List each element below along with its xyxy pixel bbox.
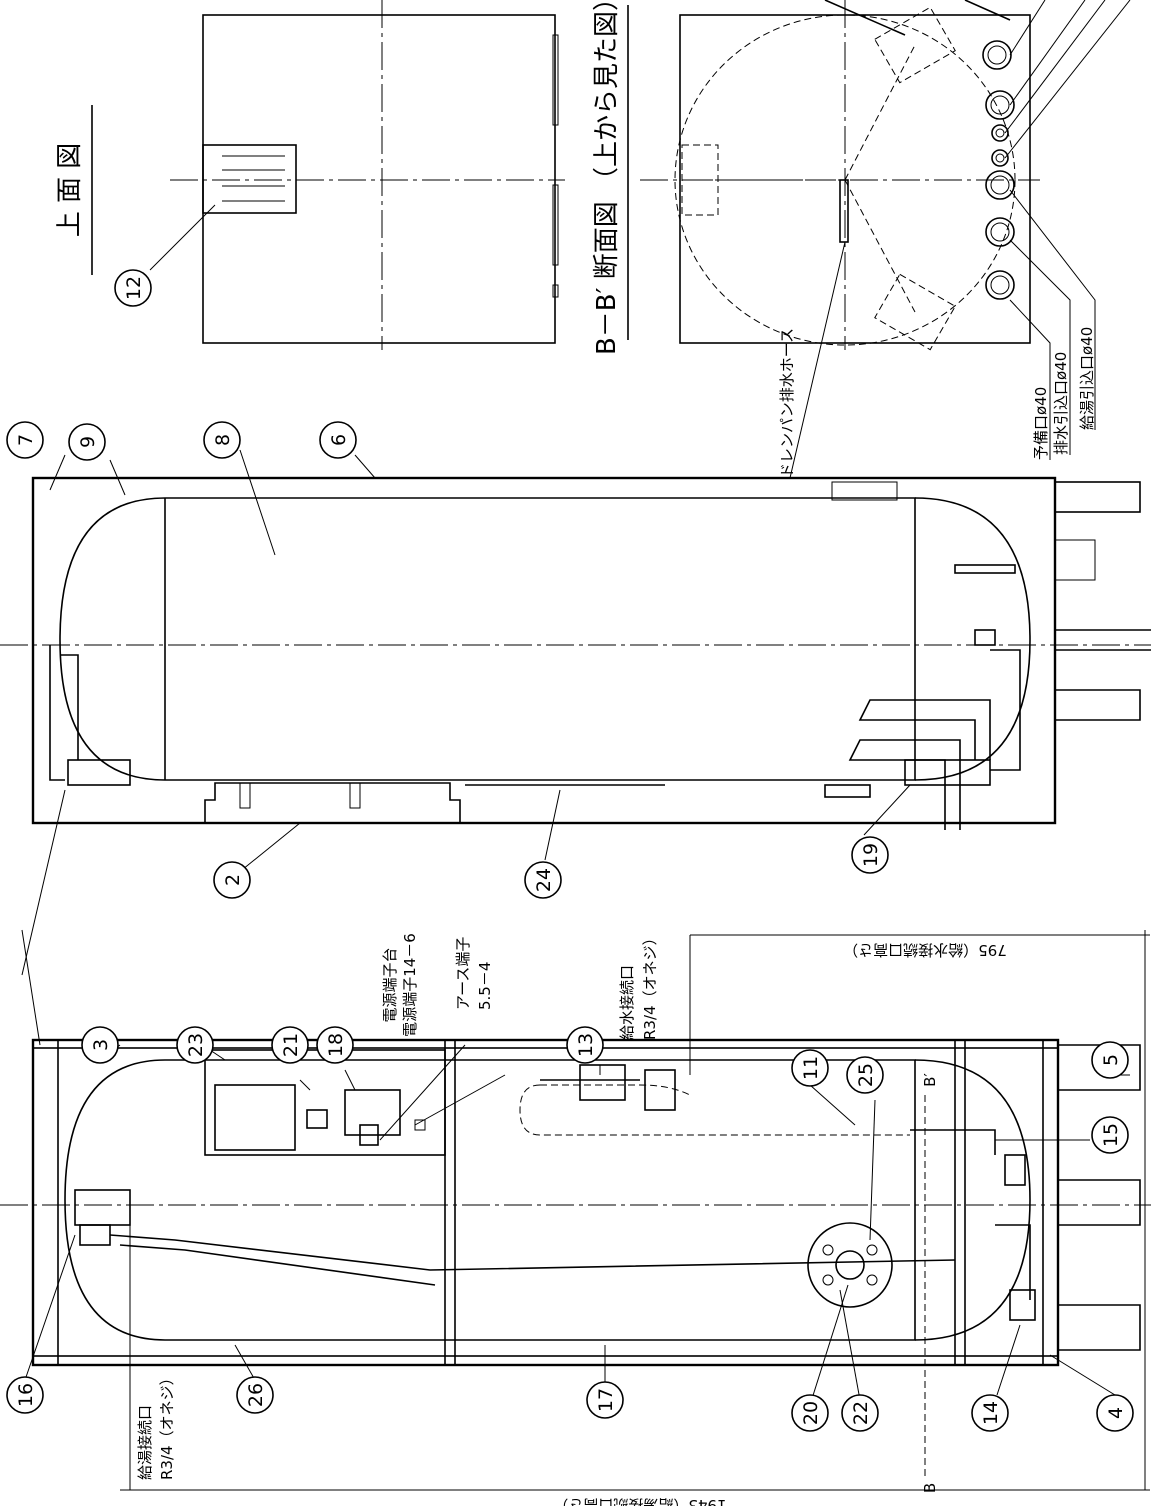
svg-text:7: 7 xyxy=(15,434,37,446)
balloon-21: 21 xyxy=(271,1026,309,1064)
top-view: 上 面 図 xyxy=(55,0,565,350)
svg-text:14: 14 xyxy=(980,1401,1002,1425)
svg-text:6: 6 xyxy=(328,434,350,446)
balloon-12: 12 xyxy=(114,269,152,307)
power-terminal-label: 電源端子14－6 xyxy=(401,933,419,1037)
water-inlet-spec: R3/4（オネジ） xyxy=(641,930,659,1040)
svg-text:11: 11 xyxy=(800,1056,822,1080)
water-inlet-label: 給水接続口 xyxy=(618,965,636,1040)
balloon-2: 2 xyxy=(213,861,251,899)
balloon-14: 14 xyxy=(971,1394,1009,1432)
section-mark-bottom: B xyxy=(921,1483,939,1493)
section-mark-top: B′ xyxy=(921,1073,939,1087)
balloon-9: 9 xyxy=(68,423,106,461)
svg-text:23: 23 xyxy=(185,1033,207,1057)
spare-port-label: 予備口ø40 xyxy=(1032,387,1050,460)
power-terminal-block-label: 電源端子台 xyxy=(381,947,399,1022)
svg-text:19: 19 xyxy=(860,843,882,867)
front-frame xyxy=(31,1038,1060,1367)
svg-text:22: 22 xyxy=(850,1401,872,1425)
section-view: B－B′ 断面図 （上から見た図） ドレンパン排水ホース xyxy=(592,0,1131,479)
inlet-valve xyxy=(579,1064,626,1101)
top-outline xyxy=(202,14,556,344)
svg-text:17: 17 xyxy=(595,1388,617,1412)
svg-text:24: 24 xyxy=(533,868,555,892)
svg-text:18: 18 xyxy=(325,1033,347,1057)
earth-terminal-label: アース端子 xyxy=(454,937,472,1010)
dim-water-height: 795（給水接続口高さ） xyxy=(843,941,1007,959)
section-title: B－B′ 断面図 （上から見た図） xyxy=(592,0,622,355)
balloon-22: 22 xyxy=(841,1394,879,1432)
hot-outlet-label: 給湯接続口 xyxy=(136,1405,154,1480)
balloon-26: 26 xyxy=(236,1376,274,1414)
balloon-16: 16 xyxy=(6,1376,44,1414)
svg-text:13: 13 xyxy=(575,1033,597,1057)
balloon-19: 19 xyxy=(851,836,889,874)
balloon-17: 17 xyxy=(586,1381,624,1419)
hot-supply-inlet-label: 給湯引込口ø40 xyxy=(1078,327,1096,430)
balloon-8: 8 xyxy=(203,421,241,459)
section-outline xyxy=(679,14,1031,344)
drain-hose-label: ドレンパン排水ホース xyxy=(778,328,796,478)
balloon-4: 4 xyxy=(1096,1394,1134,1432)
balloon-3: 3 xyxy=(81,1026,119,1064)
balloon-18: 18 xyxy=(316,1026,354,1064)
balloon-5: 5 xyxy=(1091,1041,1129,1079)
tank-circle xyxy=(674,14,1016,346)
svg-text:25: 25 xyxy=(855,1063,877,1087)
balloon-11: 11 xyxy=(791,1049,829,1087)
svg-text:3: 3 xyxy=(90,1039,112,1051)
balloon-20: 20 xyxy=(791,1394,829,1432)
dim-hot-height: 1943（給湯接続口高さ） xyxy=(553,1496,726,1506)
balloon-7: 7 xyxy=(6,421,44,459)
side-view xyxy=(0,449,1151,976)
svg-text:15: 15 xyxy=(1100,1123,1122,1147)
vent-grille xyxy=(202,144,297,214)
side-casing xyxy=(31,476,1057,825)
balloon-6: 6 xyxy=(319,421,357,459)
hot-outlet-spec: R3/4（オネジ） xyxy=(158,1370,176,1480)
top-view-title: 上 面 図 xyxy=(55,143,85,238)
pipe-ports xyxy=(982,40,1015,300)
svg-text:26: 26 xyxy=(245,1383,267,1407)
svg-text:16: 16 xyxy=(15,1383,37,1407)
svg-text:5: 5 xyxy=(1100,1054,1122,1066)
drain-inlet-label: 排水引込口ø40 xyxy=(1052,352,1070,455)
control-panel xyxy=(204,1049,446,1156)
svg-text:8: 8 xyxy=(212,434,234,446)
svg-text:2: 2 xyxy=(222,874,244,886)
svg-text:9: 9 xyxy=(77,436,99,448)
balloon-23: 23 xyxy=(176,1026,214,1064)
heater-flange xyxy=(807,1222,893,1308)
balloon-25: 25 xyxy=(846,1056,884,1094)
svg-text:12: 12 xyxy=(123,276,145,300)
front-view xyxy=(0,929,1151,1491)
front-labels: 電源端子台 電源端子14－6 アース端子 5.5－4 給水接続口 R3/4（オネ… xyxy=(136,930,1007,1506)
svg-text:20: 20 xyxy=(800,1401,822,1425)
earth-terminal-spec: 5.5－4 xyxy=(476,962,494,1010)
balloon-24: 24 xyxy=(524,861,562,899)
svg-text:21: 21 xyxy=(280,1033,302,1057)
balloon-13: 13 xyxy=(566,1026,604,1064)
balloon-15: 15 xyxy=(1091,1116,1129,1154)
svg-text:4: 4 xyxy=(1105,1407,1127,1419)
